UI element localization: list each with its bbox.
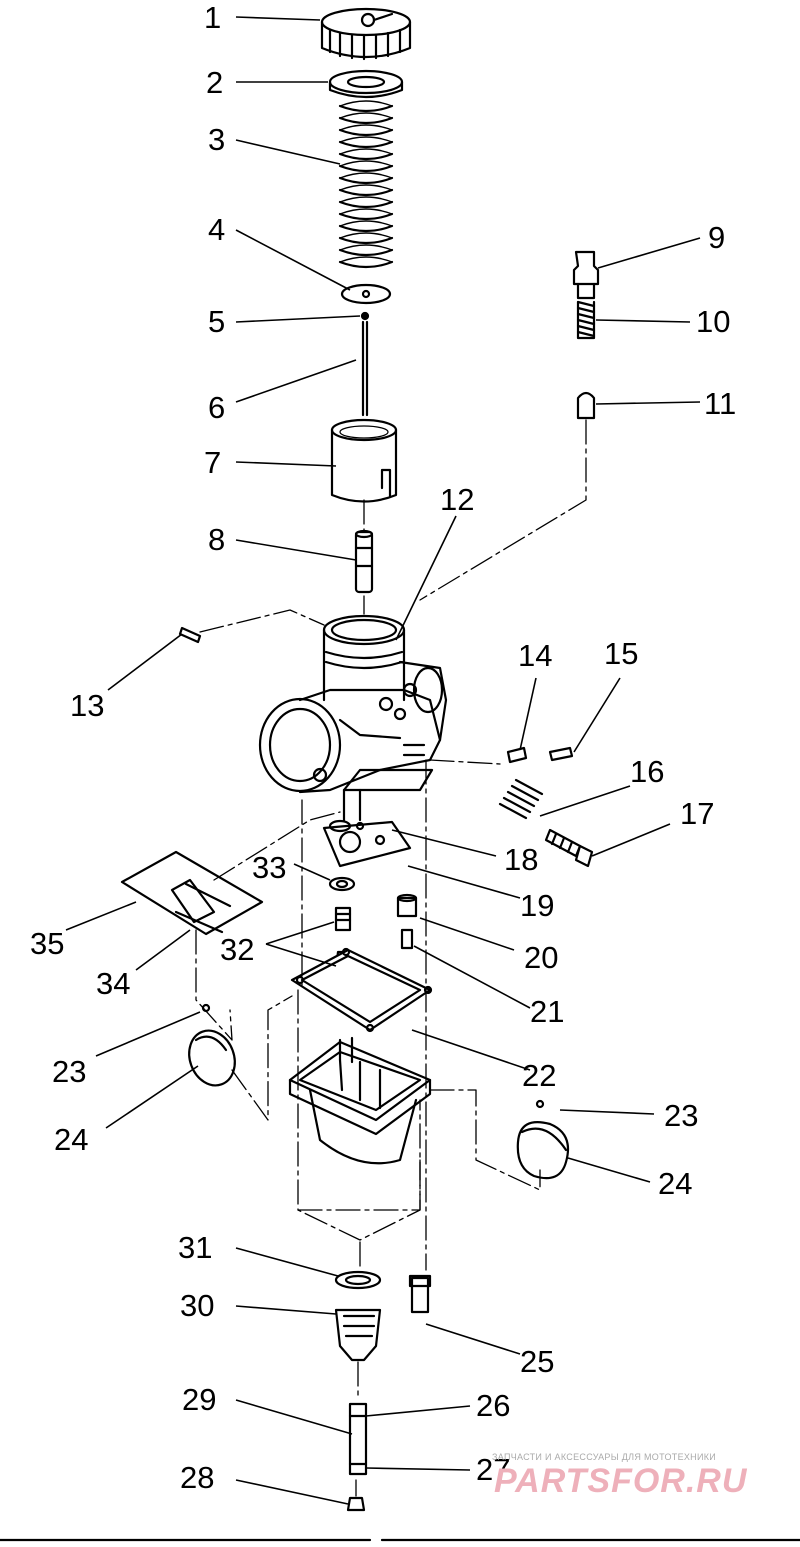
callout-18: 18 [504, 842, 539, 877]
callout-13: 13 [70, 688, 105, 723]
callout-7: 7 [204, 445, 222, 480]
callout-24-right: 24 [658, 1166, 693, 1201]
callout-3: 3 [208, 122, 226, 157]
part-30-31-drain [334, 1270, 382, 1362]
part-3-spring [338, 100, 394, 269]
part-7-slide [330, 418, 398, 503]
callout-21: 21 [530, 994, 565, 1029]
callout-15: 15 [604, 636, 639, 671]
part-26-29-tube [348, 1402, 368, 1476]
watermark-brand: PARTSFOR.RU [494, 1462, 748, 1500]
callout-25: 25 [520, 1344, 555, 1379]
watermark-tagline: ЗАПЧАСТИ И АКСЕССУАРЫ ДЛЯ МОТОТЕХНИКИ [492, 1452, 717, 1462]
callout-30: 30 [180, 1288, 215, 1323]
part-13-pin [178, 626, 202, 644]
callout-26: 26 [476, 1388, 511, 1423]
callout-16: 16 [630, 754, 665, 789]
part-8-needle-jet [354, 529, 374, 594]
callout-23-left: 23 [52, 1054, 87, 1089]
part-23-24-float-right [516, 1099, 570, 1180]
callout-10: 10 [696, 304, 731, 339]
part-12-carb-body [258, 614, 448, 822]
part-18-19-plate [322, 820, 412, 868]
part-16-17-idle-screw [498, 778, 594, 868]
callout-34: 34 [96, 966, 131, 1001]
callout-22: 22 [522, 1058, 557, 1093]
leader-lines [65, 16, 701, 1505]
part-1-cap [320, 7, 412, 61]
callout-32: 32 [220, 932, 255, 967]
callout-1: 1 [204, 0, 222, 35]
callout-33: 33 [252, 850, 287, 885]
part-22-gasket [290, 947, 433, 1033]
part-33-washers [328, 819, 356, 892]
part-4-plate [340, 283, 392, 305]
callout-27: 27 [476, 1452, 511, 1487]
callout-5: 5 [208, 304, 226, 339]
callout-11: 11 [704, 386, 737, 421]
part-28-jet [346, 1496, 366, 1512]
part-23-24-float-left [188, 1003, 236, 1087]
callout-31: 31 [178, 1230, 213, 1265]
part-9-11-adjuster [572, 250, 600, 420]
callout-17: 17 [680, 796, 715, 831]
callout-20: 20 [524, 940, 559, 975]
callout-6: 6 [208, 390, 226, 425]
float-bowl [288, 1036, 432, 1165]
callout-24-left: 24 [54, 1122, 89, 1157]
callout-2: 2 [206, 65, 224, 100]
callout-14: 14 [518, 638, 553, 673]
callout-28: 28 [180, 1460, 215, 1495]
part-20-21-float-pin [396, 893, 418, 950]
part-2-washer [328, 69, 404, 99]
callout-23-right: 23 [664, 1098, 699, 1133]
callout-29: 29 [182, 1382, 217, 1417]
part-34-35-float [120, 850, 264, 936]
part-14-15-screws [506, 746, 574, 764]
callout-4: 4 [208, 212, 226, 247]
callout-19: 19 [520, 888, 555, 923]
callout-8: 8 [208, 522, 226, 557]
callout-35: 35 [30, 926, 65, 961]
part-5-6-needle [360, 311, 370, 417]
callout-12: 12 [440, 482, 475, 517]
part-25-bolt [408, 1274, 432, 1314]
callout-9: 9 [708, 220, 726, 255]
